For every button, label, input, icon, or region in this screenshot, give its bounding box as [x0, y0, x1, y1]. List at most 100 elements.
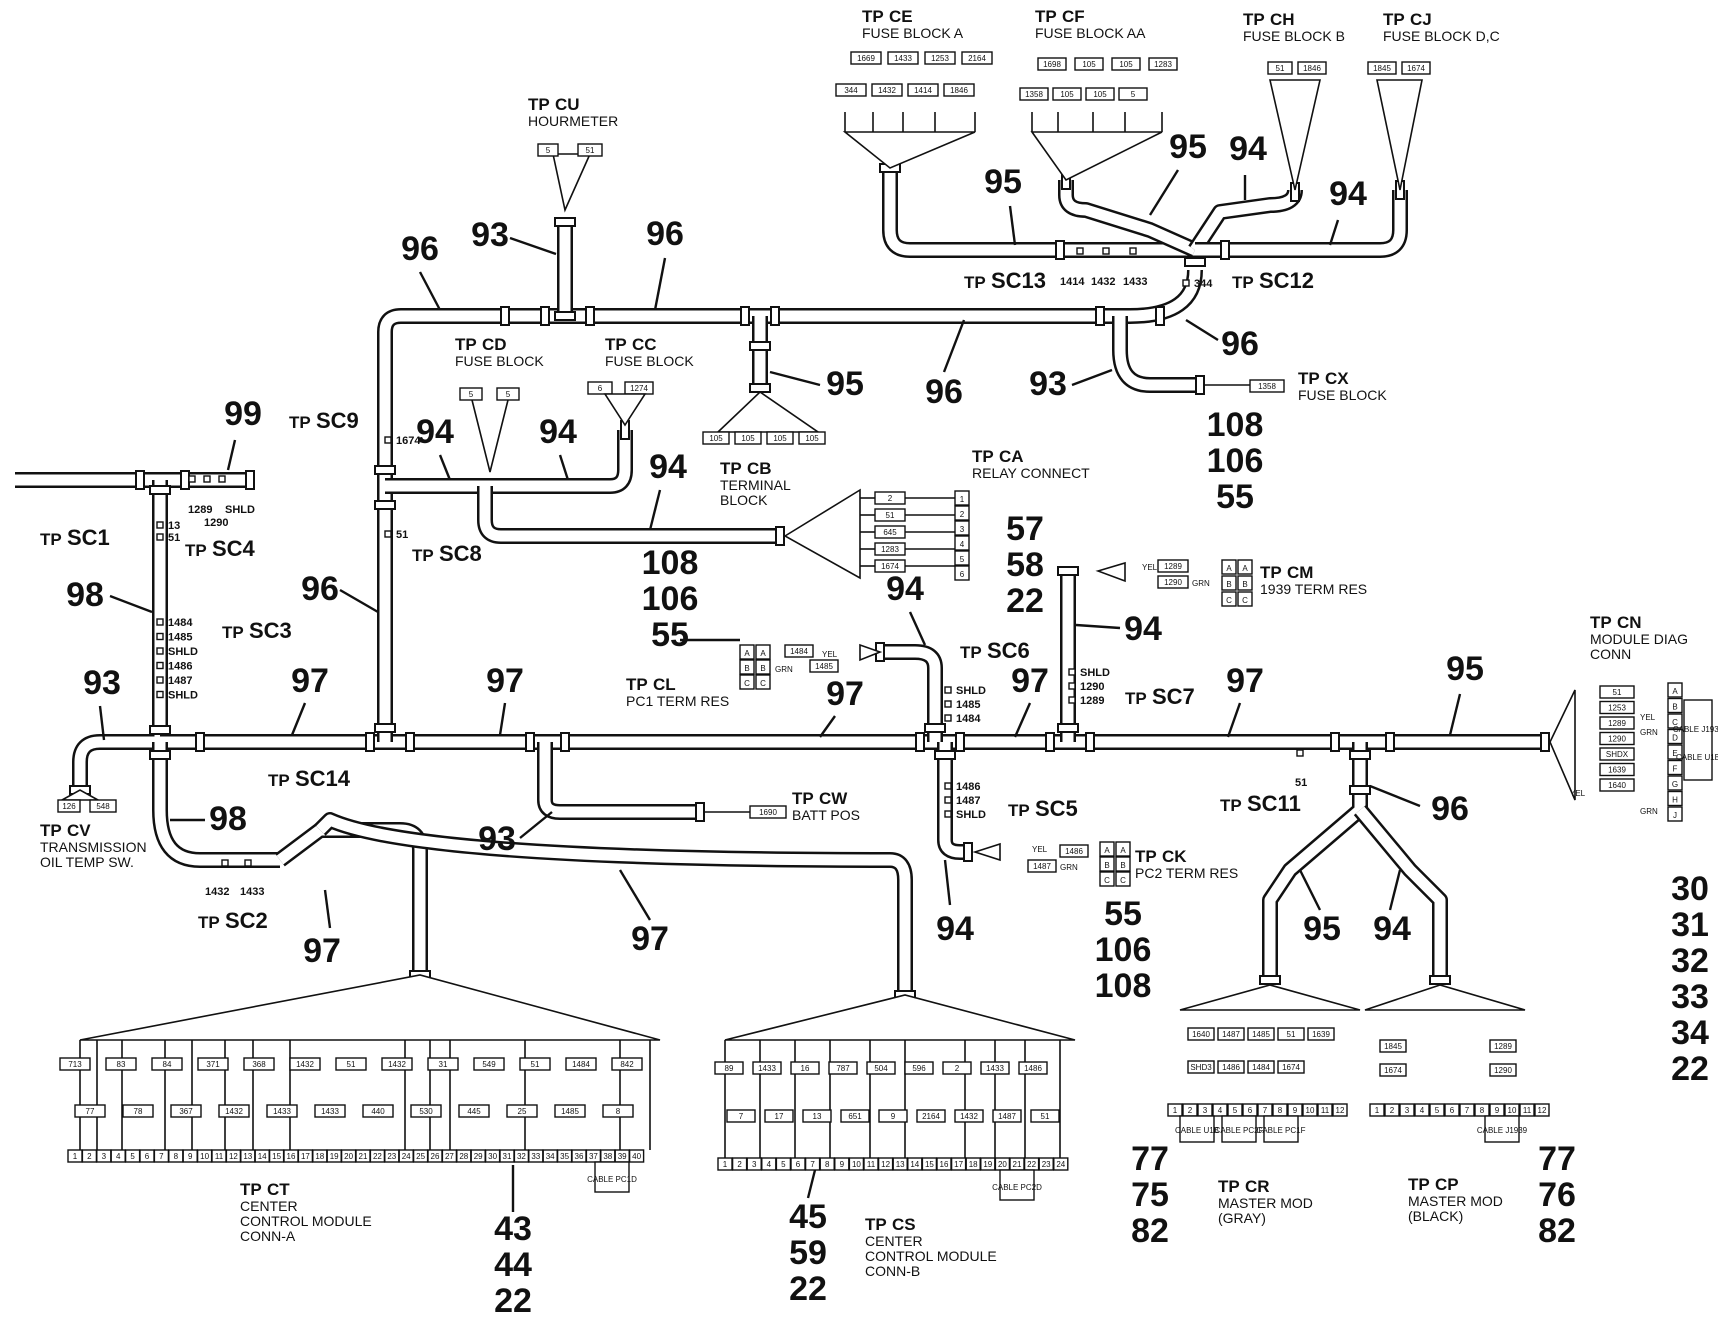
splice-prefix: TP	[40, 530, 62, 549]
tp-prefix: TP	[720, 459, 742, 478]
splice-sc9: SC9	[316, 408, 359, 433]
cs-mid-wire	[840, 1109, 870, 1123]
cj-fan	[1376, 79, 1423, 191]
ck-pin	[1115, 841, 1131, 857]
sc3-dot	[156, 676, 164, 684]
cf-bot-wire-text: 5	[1131, 90, 1136, 99]
tp-prefix: TP	[862, 7, 884, 26]
cr-pin-text: 10	[1306, 1106, 1315, 1115]
ct-pin-text: 29	[474, 1152, 483, 1161]
harness-95: 95	[984, 163, 1022, 201]
cs-pin-text: 10	[852, 1160, 861, 1169]
cs-top-wire	[790, 1061, 820, 1075]
sc1-dot	[156, 521, 164, 529]
leader-line	[1448, 693, 1462, 736]
tp-prefix: TP	[1298, 369, 1320, 388]
ct-top-wire-text: 84	[163, 1060, 172, 1069]
cr-ref: 77	[1131, 1140, 1169, 1178]
sc7-dot	[1068, 668, 1076, 676]
tp-id-cv: CV	[67, 821, 91, 840]
ch-wire-text: 51	[1276, 64, 1285, 73]
tp-prefix: TP	[1408, 1175, 1430, 1194]
cr-wire-text: 1639	[1312, 1030, 1330, 1039]
sc3-wire: SHLD	[168, 646, 198, 658]
cr-pin	[1212, 1103, 1228, 1117]
ck-pin	[1099, 841, 1115, 857]
ct-pin-text: 5	[130, 1152, 135, 1161]
ck-ref: 106	[1095, 931, 1152, 969]
ct-mid-wire-text: 78	[134, 1107, 143, 1116]
cp-pin	[1534, 1103, 1550, 1117]
harness-94: 94	[886, 570, 924, 608]
cp-cable: CABLE J1939	[1477, 1126, 1528, 1135]
pipe-clamp	[955, 732, 965, 752]
cs-pin-text: 13	[896, 1160, 905, 1169]
cr-ref: 75	[1131, 1176, 1169, 1214]
cl-pin-text: C	[744, 679, 750, 688]
ck-wire	[1059, 844, 1089, 858]
sc13-dot	[1129, 247, 1137, 255]
leader-line	[942, 319, 966, 373]
pipe-clamp	[934, 750, 956, 760]
cr-wire-text: 1485	[1252, 1030, 1270, 1039]
cr-wire	[1247, 1060, 1275, 1074]
harness-96: 96	[646, 215, 684, 253]
cr-wire-text: 51	[1287, 1030, 1296, 1039]
pipe-clamp	[1095, 306, 1105, 326]
cj-wire-text: 1674	[1407, 64, 1425, 73]
ce-top-wire	[850, 51, 882, 65]
ca-ref: 57	[1006, 510, 1044, 548]
ct-mid-wire	[218, 1104, 250, 1118]
splice-sc5: SC5	[1035, 796, 1078, 821]
ct-mid-wire-text: 1433	[321, 1107, 339, 1116]
splice-prefix: TP	[964, 273, 986, 292]
cs-mid-wire	[878, 1109, 908, 1123]
ck-wire	[1027, 859, 1057, 873]
cl-pin-text: B	[760, 664, 765, 673]
cp-pin	[1384, 1103, 1400, 1117]
harness-94: 94	[1229, 130, 1267, 168]
sc2-wire: 1433	[240, 886, 264, 898]
tp-desc-ca: RELAY CONNECT	[972, 465, 1090, 481]
cn-color: GRN	[1640, 728, 1658, 737]
tp-prefix: TP	[605, 335, 627, 354]
ct-pin-text: 16	[287, 1152, 296, 1161]
cs-top-wire-text: 16	[801, 1064, 810, 1073]
pipe-clamp	[740, 306, 750, 326]
ct-mid-wire-text: 1485	[561, 1107, 579, 1116]
cf-bot-wire-text: 1358	[1025, 90, 1043, 99]
ct-pin-text: 31	[503, 1152, 512, 1161]
ct-mid-wire-text: 440	[371, 1107, 385, 1116]
splice-prefix: TP	[198, 913, 220, 932]
tp-prefix: TP	[1590, 613, 1612, 632]
cr-pin-text: 2	[1188, 1106, 1193, 1115]
cn-ref: 33	[1671, 978, 1709, 1016]
ct-top-wire	[105, 1057, 137, 1071]
harness-97: 97	[1011, 662, 1049, 700]
cn-ref: 30	[1671, 870, 1709, 908]
cs-pin-text: 18	[969, 1160, 978, 1169]
harness-95: 95	[1169, 128, 1207, 166]
pipe-clamp	[554, 311, 576, 321]
tp-desc-cd: FUSE BLOCK	[455, 353, 544, 369]
ce-top-wire-text: 1669	[857, 54, 875, 63]
tp-prefix: TP	[40, 821, 62, 840]
tp-id-cx: CX	[1325, 369, 1349, 388]
cf-bot-wire	[1085, 87, 1115, 101]
ce-bot-wire	[835, 83, 867, 97]
sc5-wire: SHLD	[956, 809, 986, 821]
cw-wire-text: 1690	[759, 808, 777, 817]
ct-pin-text: 4	[116, 1152, 121, 1161]
leader-line	[1185, 318, 1219, 342]
cm-wire-text: 1290	[1164, 578, 1182, 587]
tp-desc-cw: BATT POS	[792, 807, 860, 823]
ce-bot-wire-text: 1432	[878, 86, 896, 95]
ct-mid-wire	[554, 1104, 586, 1118]
pipe-clamp	[149, 485, 171, 495]
cx-ref: 55	[1216, 478, 1254, 516]
cs-mid-wire-text: 13	[813, 1112, 822, 1121]
cm-pin	[1221, 591, 1237, 607]
cl-fan	[859, 643, 883, 662]
sc3-wire: SHLD	[168, 690, 198, 702]
sc12-wire: 344	[1194, 278, 1213, 290]
